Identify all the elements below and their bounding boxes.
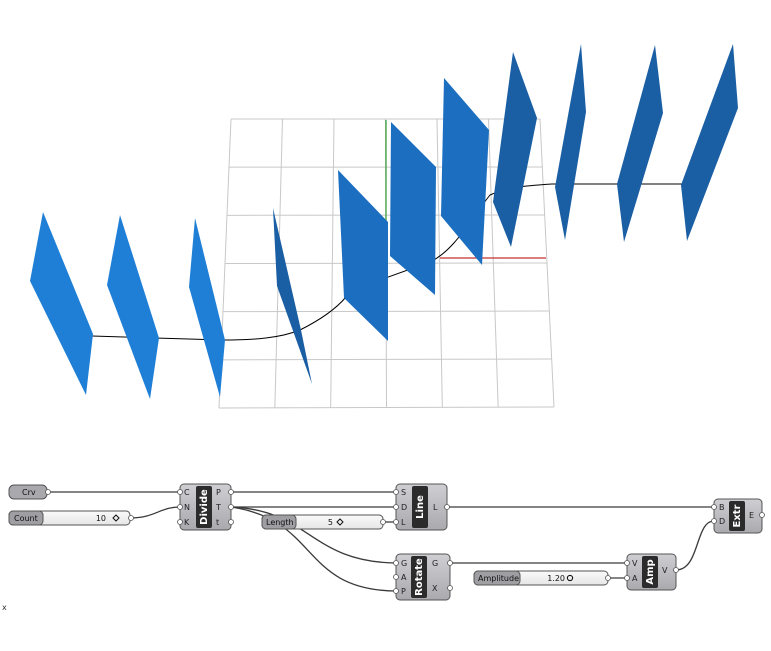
count-slider-label: Count (14, 514, 38, 523)
surface-panel (273, 208, 312, 384)
grid-line (218, 406, 555, 409)
port-label: L (401, 518, 406, 527)
port-label: A (632, 574, 638, 583)
port-label: S (401, 488, 406, 497)
port-label: C (184, 488, 190, 497)
port-label: P (216, 488, 221, 497)
grid-line (539, 118, 555, 408)
amplitude-slider-label: Amplitude (478, 574, 519, 583)
surface-panel (338, 170, 388, 341)
port-label: G (401, 559, 407, 568)
surface-panel (555, 44, 586, 240)
port-label: P (401, 587, 406, 596)
surface-panel (493, 52, 537, 247)
port-label: L (433, 503, 438, 512)
rotate-component[interactable]: Rotate G A P G X (393, 553, 453, 601)
surface-panel (617, 45, 663, 242)
port-label: V (632, 559, 638, 568)
amp-component[interactable]: Amp V A V (624, 553, 679, 591)
extr-title: Extr (732, 504, 743, 527)
rotate-title: Rotate (414, 558, 425, 596)
grasshopper-canvas[interactable]: Crv Count 10 Divide C N K P T t Length 5 (0, 440, 771, 651)
surface-panel (107, 215, 159, 399)
rhino-viewport[interactable] (0, 0, 771, 440)
slider-grip-icon[interactable] (566, 574, 574, 582)
surface-panel (390, 122, 436, 295)
port-label: E (749, 511, 754, 520)
count-slider[interactable]: Count 10 (8, 510, 134, 526)
length-slider-label: Length (266, 518, 294, 527)
port-label: T (215, 503, 221, 512)
count-slider-value: 10 (96, 514, 106, 523)
port-label: X (432, 584, 438, 593)
length-slider-value: 5 (328, 518, 333, 527)
extr-component[interactable]: Extr B D E (711, 498, 765, 534)
surface-panel (681, 44, 738, 241)
port-label: D (401, 503, 407, 512)
length-slider[interactable]: Length 5 (261, 514, 386, 530)
line-title: Line (415, 495, 426, 519)
crv-param[interactable]: Crv (8, 484, 51, 500)
slider-grip-icon[interactable] (112, 514, 120, 522)
grid-line (220, 358, 552, 361)
wire-amp-extr-d (675, 520, 715, 571)
wire-count-divide (129, 506, 181, 519)
port-label: A (401, 573, 407, 582)
crv-label: Crv (22, 488, 36, 497)
wire-divide-rotate-p (230, 506, 397, 592)
port-label: D (719, 517, 725, 526)
wires (47, 491, 715, 592)
surface-panel (441, 78, 489, 265)
wire-divide-rotate-g (230, 506, 397, 564)
port-label: V (662, 566, 668, 575)
surface-panel (189, 218, 225, 397)
line-component[interactable]: Line S D L L (393, 483, 450, 531)
port-label: G (432, 559, 438, 568)
port-label: K (184, 518, 190, 527)
axis-indicator: x (2, 603, 7, 612)
amplitude-slider-value: 1.20 (547, 574, 565, 583)
divide-component[interactable]: Divide C N K P T t (177, 483, 234, 531)
slider-grip-icon[interactable] (336, 518, 344, 526)
port-label: N (184, 503, 190, 512)
amplitude-slider[interactable]: Amplitude 1.20 (473, 570, 611, 586)
divide-title: Divide (199, 489, 210, 525)
port-label: t (216, 518, 219, 527)
surface-panel (30, 212, 93, 395)
amp-title: Amp (645, 559, 656, 584)
port-label: B (719, 503, 725, 512)
extruded-surfaces (30, 44, 738, 399)
